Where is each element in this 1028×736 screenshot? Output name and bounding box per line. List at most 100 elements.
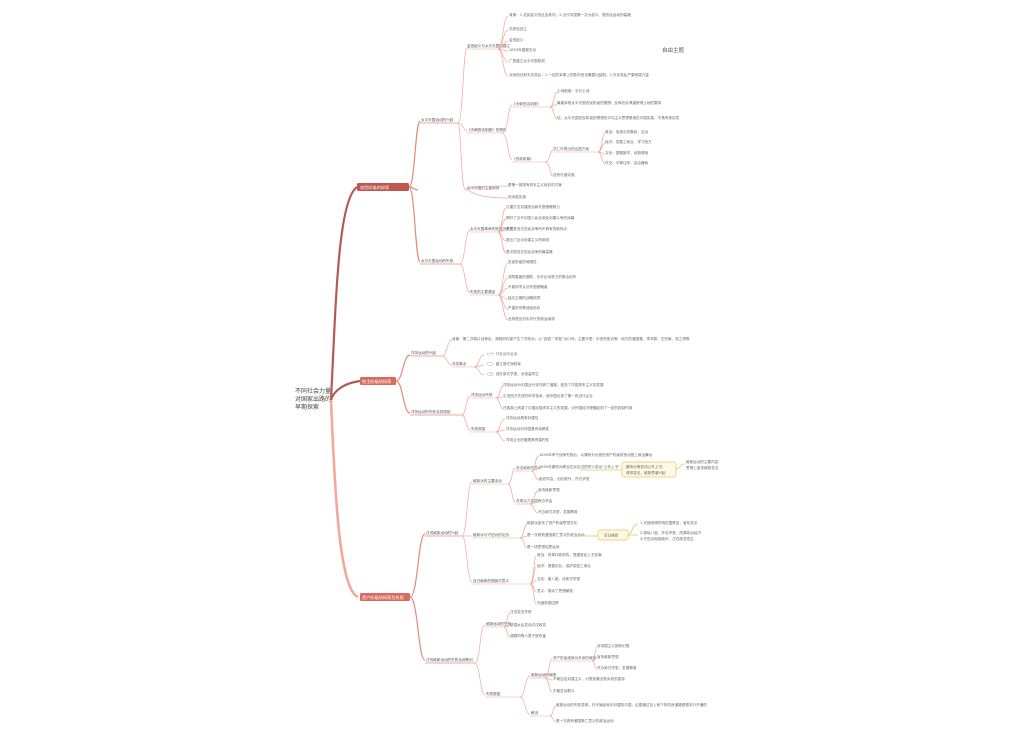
b1-leaf-2[interactable]: 洪秀全创立 (509, 26, 527, 31)
b3-leaf-wx[interactable]: 变法维新的意义 (516, 465, 542, 470)
b1-leaf-29[interactable]: 严重的宗教迷信色彩 (508, 305, 541, 310)
b2-leaf-6[interactable]: 引进西方先进的科学技术，使中国出现了第一批近代企业 (503, 393, 593, 398)
b1-leaf-17[interactable]: 没有付诸实施 (553, 172, 575, 177)
b3-leaf-13[interactable]: 意义：推动了思想解放 (537, 588, 573, 593)
b3-leaf-3[interactable]: 组织学会，创办报刊，开办学堂 (539, 476, 590, 481)
b3-node-l3-6[interactable]: 教训 (531, 710, 539, 715)
b1-leaf-7[interactable]: 《天朝田亩制度》 (512, 101, 541, 106)
b3-leaf-15[interactable]: 戊戌变法失败 (510, 609, 532, 614)
b2-leaf-2[interactable]: （一）兴办近代企业 (485, 351, 518, 356)
b1-leaf-15[interactable]: 文化：提倡新学，设新闻馆 (605, 150, 649, 155)
b3-leaf-9[interactable]: 是一场思想启蒙运动 (527, 544, 560, 549)
b3-node-l2-2[interactable]: 戊戌维新运动的失败及其教训 (426, 657, 473, 662)
b3-leaf-25[interactable]: 是一次具有爱国救亡意义的政治运动 (556, 718, 614, 723)
root-topic[interactable]: 不同社会力量 对国家出路的 早期探索 (295, 387, 331, 411)
b3-leaf-17[interactable]: 谭嗣同等六君子被杀害 (510, 633, 546, 638)
b2-leaf-4[interactable]: （三）创办新式学堂，派遣留学生 (485, 371, 539, 376)
b1-leaf-16[interactable]: 外交：平等往来，自由通商 (605, 160, 649, 165)
b1-leaf-5[interactable]: 广西建立太平天国政权 (509, 58, 545, 63)
b1-leaf-22[interactable]: 具有了旧式农民战争所不具有的新特点 (506, 226, 567, 231)
b2-leaf-10[interactable]: 洋务企业的管理具有腐朽性 (506, 437, 550, 442)
b2-leaf-9[interactable]: 洋务运动对外国具有依赖性 (506, 426, 550, 431)
b2-leaf-1[interactable]: 背景：第二次鸦片战争后，清政府内部产生了洋务派；以“自强”“求富”为口号；主要代… (452, 336, 690, 341)
b1-leaf-21[interactable]: 揭开了近代中国人民反帝反封建斗争的序幕 (506, 215, 575, 220)
b1-node-l3-1[interactable]: 金田起义与太平天国的建立 (467, 43, 511, 48)
b1-leaf-19[interactable]: 但未能实施 (508, 194, 526, 199)
b2-node-l2-2[interactable]: 洋务运动的失败及其原因 (411, 409, 451, 414)
b3-node-l2-1[interactable]: 戊戌维新运动的兴起 (426, 530, 459, 535)
b3-node-l3-1[interactable]: 维新派的主要活动 (473, 478, 502, 483)
b3-leaf-1[interactable]: 1895年甲午战争失败后，以康有为为首的资产阶级改良派登上政治舞台 (539, 452, 653, 457)
b1-leaf-11[interactable]: 《资政新篇》 (512, 156, 534, 161)
b3-leaf-21[interactable]: 对帝国主义抱有幻想 (597, 643, 630, 648)
b1-leaf-9[interactable]: 最能体现太平天国农民阶级的理想；反映农民渴望获得土地的要求 (557, 100, 662, 105)
b3-leaf-2[interactable]: 1895年康有为联合在京应试的举人发动“公车上书” (539, 464, 620, 469)
b3-node-l3-jx[interactable]: 维新运动的局限 (531, 672, 557, 677)
b1-leaf-28[interactable]: 缺乏正确的战略指导 (508, 295, 541, 300)
b1-leaf-6[interactable]: 北伐西征和天京变乱：1.一定的军事上的胜利但也暴露出缺陷；2.天京变乱严重削弱力… (509, 72, 649, 77)
b3-leaf-12[interactable]: 文化：废八股，设新式学堂 (537, 576, 581, 581)
b1-leaf-30[interactable]: 没有提出切实可行的政治纲领 (508, 316, 555, 321)
b1-node-l2-1[interactable]: 太平天国运动的兴起 (421, 117, 454, 122)
b2-leaf-5[interactable]: 洋务运动为中国近代化开辟了道路，促进了中国资本主义的发展 (503, 382, 604, 387)
b3-leaf-11[interactable]: 经济：提倡实业，保护奖励工商业 (537, 563, 591, 568)
b1-node-l3-2[interactable]: 《天朝田亩制度》的颁布 (467, 127, 507, 132)
b3-leaf-22[interactable]: 宣传维新思想 (597, 654, 619, 659)
b1-node-l3-3[interactable]: 太平天国革命失败的历史意义 (470, 226, 517, 231)
b1-leaf-3[interactable]: 金田起义 (509, 37, 524, 42)
b1-leaf-12[interactable]: 洪仁玕提出的治国方案 (553, 146, 589, 151)
b1-leaf-23[interactable]: 提出了反对封建主义的纲领 (506, 237, 550, 242)
branch-3[interactable]: 资产阶级的探索及失败 (360, 593, 410, 601)
b1-leaf-14[interactable]: 经济：发展工商业，学习西方 (605, 139, 652, 144)
b3-leaf-19[interactable]: 不敢否定封建主义，幻想依靠没有实权的皇帝 (553, 676, 625, 681)
yellow-callout-2-note-3[interactable]: 3.守旧派阻挠破坏，戊戌政变发生 (640, 536, 694, 541)
b3-leaf-5[interactable]: 兴办学会 (538, 498, 553, 503)
b1-leaf-8[interactable]: 土地制度：平分土地 (557, 88, 590, 93)
b3-leaf-8[interactable]: 是一次具有爱国救亡意义的政治运动 (527, 532, 585, 537)
yellow-callout-1[interactable]: 康有为等发动公车上书， 请求变法，维新思潮兴起 (621, 461, 677, 478)
b1-node-l2-2[interactable]: 太平天国的主要纲领 (467, 185, 500, 190)
b2-node-l2-1[interactable]: 洋务运动的兴起 (411, 350, 437, 355)
b3-leaf-7[interactable]: 维新派宣传了资产阶级思想文化 (527, 520, 578, 525)
b1-leaf-26[interactable]: 领导集团的腐败，中外反动势力的联合绞杀 (508, 274, 577, 279)
yellow-callout-1-note-2[interactable]: 思想上宣传维新变法 (686, 465, 719, 470)
b3-leaf-10[interactable]: 政治：改革行政机构，提倡官民上书言事 (537, 552, 602, 557)
b1-leaf-18[interactable]: 是第一部带有资本主义色彩的方案 (508, 182, 562, 187)
b2-node-l3-1[interactable]: 洋务事业 (452, 361, 467, 366)
b1-leaf-1[interactable]: 背景：1.农民起义的社会条件；2.近代中国第一次大起义，是农民运动的高峰 (509, 12, 631, 17)
yellow-callout-2[interactable]: 百日维新 (597, 529, 629, 541)
b1-leaf-4[interactable]: 1853年建都天京 (509, 47, 537, 52)
b3-node-l3-3[interactable]: 百日维新的措施与意义 (473, 578, 509, 583)
yellow-callout-2-note-1[interactable]: 1.光绪帝颁布明定国是诏，宣布变法 (640, 520, 698, 525)
b3-leaf-23[interactable]: 开办新式学堂，发展教育 (597, 665, 637, 670)
b3-node-l3-4[interactable]: 维新运动的失败 (486, 621, 512, 626)
b3-leaf-24[interactable]: 维新运动的失败表明，在半殖民地半封建的中国，企图通过自上而下的改良道路是根本行不… (556, 702, 707, 707)
b3-leaf-6[interactable]: 开办新式学堂，发展教育 (538, 509, 578, 514)
b3-leaf-4[interactable]: 宣传维新思想 (538, 487, 560, 492)
b3-leaf-20[interactable]: 不敢发动群众 (553, 688, 575, 693)
b1-node-l2-3[interactable]: 太平天国运动的失败 (421, 258, 454, 263)
b1-leaf-24[interactable]: 是中国旧式农民战争的最高峰 (506, 249, 553, 254)
b3-leaf-dz[interactable]: 改革派力量弱小 (516, 498, 542, 503)
b1-leaf-13[interactable]: 政治：加强中央集权，法治 (605, 129, 649, 134)
branch-1[interactable]: 农民阶级的探索 (357, 183, 409, 191)
b1-leaf-20[interactable]: 沉重打击封建统治和外国侵略势力 (506, 204, 560, 209)
b2-node-l3-3[interactable]: 失败原因 (471, 426, 486, 431)
b1-node-l3-4[interactable]: 失败的主要原因 (470, 289, 496, 294)
b2-leaf-8[interactable]: 洋务运动具有封建性 (506, 415, 539, 420)
b3-node-l3-2[interactable]: 维新派与守旧派的论战 (473, 532, 509, 537)
b2-leaf-7[interactable]: 在客观上刺激了中国民族资本主义的发展，对外国经济侵略起到了一定的抵制作用 (503, 405, 633, 410)
b1-leaf-27[interactable]: 不能科学认识外国侵略者 (508, 284, 548, 289)
b1-leaf-10[interactable]: 但，太平天国农民阶级的理想的平均主义思想很难在中国实现，不具有现实性 (557, 115, 680, 120)
b2-leaf-3[interactable]: （二）建立新式海陆军 (485, 361, 521, 366)
b3-leaf-18[interactable]: 资产阶级维新派本身的局限 (553, 655, 597, 660)
yellow-callout-2-note-2[interactable]: 2.废除八股，开设学堂，改革政治经济 (640, 530, 701, 535)
yellow-callout-1-note-1[interactable]: 维新运动的主要内容 (686, 459, 719, 464)
b3-leaf-14[interactable]: 光绪帝被囚禁 (537, 600, 559, 605)
b2-node-l3-2[interactable]: 洋务运动失败 (471, 392, 493, 397)
free-topic[interactable]: 自由主题 (662, 46, 685, 54)
b3-node-l3-5[interactable]: 失败原因 (486, 691, 501, 696)
branch-2[interactable]: 地主阶级的探索 (360, 377, 396, 385)
b3-leaf-16[interactable]: 慈禧太后发动戊戌政变 (510, 622, 546, 627)
b1-leaf-25[interactable]: 农民阶级的局限性 (508, 259, 537, 264)
